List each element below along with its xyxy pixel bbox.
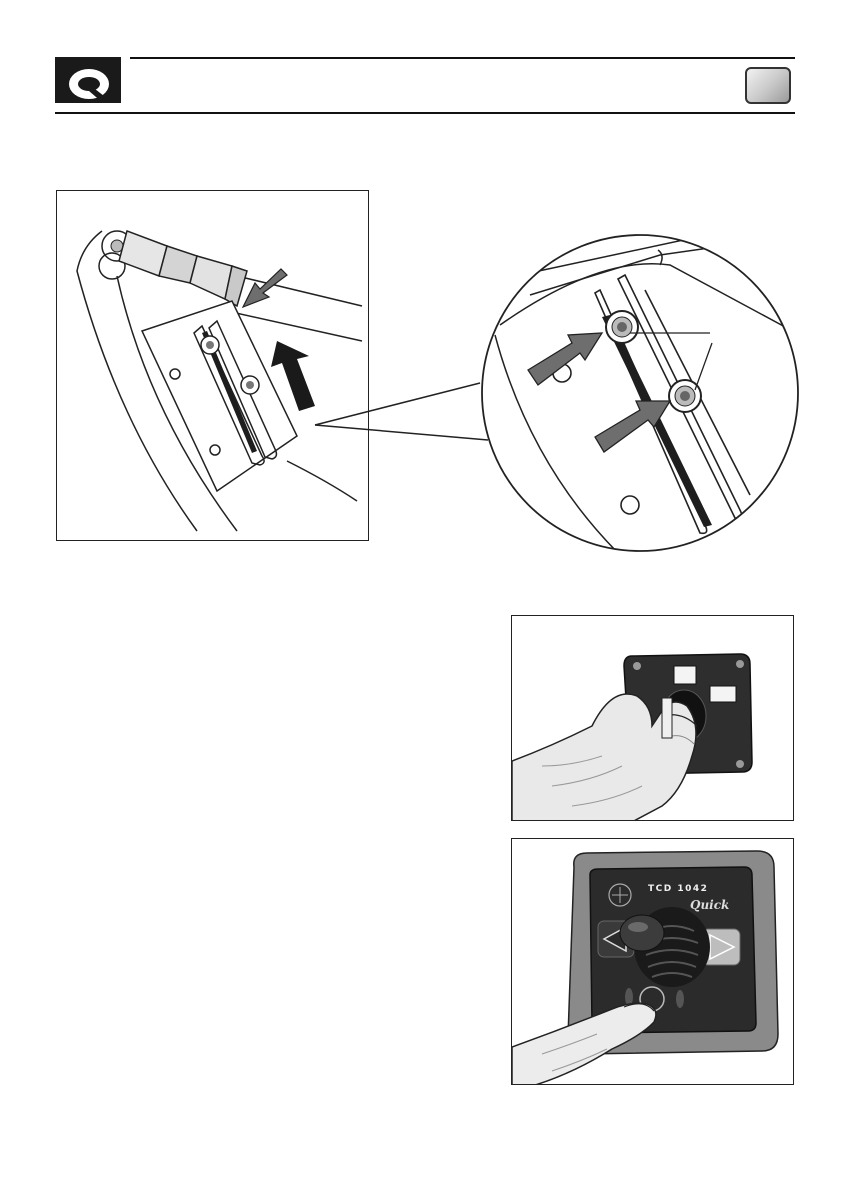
control-panel-illustration: TCD 1042 Quick bbox=[511, 838, 794, 1085]
page-tab-icon bbox=[745, 67, 791, 104]
panel-brand-label: Quick bbox=[690, 898, 729, 912]
key-insertion-icon bbox=[512, 616, 794, 821]
zoom-callout-icon bbox=[300, 215, 800, 555]
control-panel-icon: TCD 1042 Quick bbox=[512, 839, 794, 1085]
header-top-rule bbox=[130, 57, 795, 59]
header-bottom-rule bbox=[55, 112, 795, 114]
quick-logo-icon bbox=[55, 57, 121, 103]
key-insertion-illustration bbox=[511, 615, 794, 821]
panel-model-label: TCD 1042 bbox=[648, 884, 708, 894]
